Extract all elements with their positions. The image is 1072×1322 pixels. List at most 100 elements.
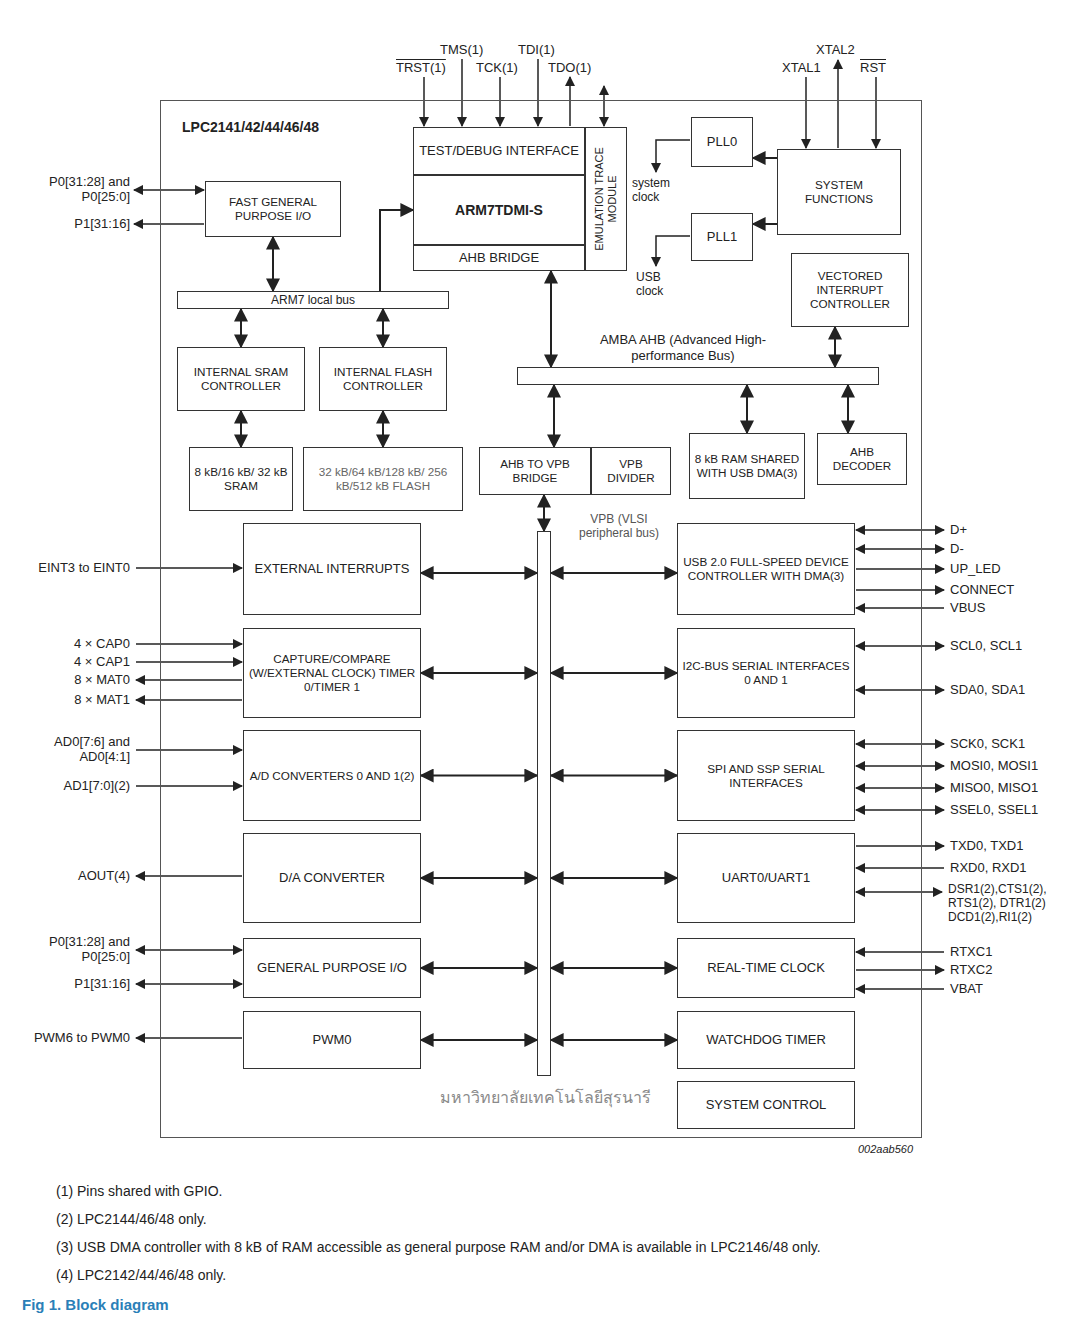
block-label: INTERNAL SRAM CONTROLLER: [178, 365, 304, 393]
block-label: 8 kB/16 kB/ 32 kB SRAM: [190, 465, 292, 493]
bus-connector: [551, 967, 677, 969]
block-label: CAPTURE/COMPARE (W/EXTERNAL CLOCK) TIMER…: [244, 652, 420, 694]
pin-wire: [856, 867, 944, 869]
pin-label: TXD0, TXD1: [950, 838, 1023, 853]
pin-label: SCK0, SCK1: [950, 736, 1025, 751]
block-box: FAST GENERAL PURPOSE I/O: [205, 181, 341, 237]
block-box: PLL1: [691, 213, 753, 261]
pin-label: MOSI0, MOSI1: [950, 758, 1038, 773]
pin-label: P0[31:28] and P0[25:0]: [30, 934, 130, 964]
pin-label: AD1[7:0](2): [64, 778, 130, 793]
bus-connector: [421, 775, 537, 777]
block-box: REAL-TIME CLOCK: [677, 938, 855, 998]
pin-label: RTXC2: [950, 962, 992, 977]
pin-label: TRST(1): [396, 60, 446, 75]
pin-wire: [569, 77, 571, 126]
pin-label: 4 × CAP1: [74, 654, 130, 669]
pin-wire: [856, 891, 942, 893]
pin-label: SSEL0, SSEL1: [950, 802, 1038, 817]
block-box: VECTORED INTERRUPT CONTROLLER: [791, 253, 909, 327]
bus-connector: [746, 385, 748, 433]
pin-wire: [856, 765, 944, 767]
pin-wire: [136, 949, 242, 951]
footnote: (4) LPC2142/44/46/48 only.: [56, 1267, 226, 1284]
block-box: VPB DIVIDER: [591, 447, 671, 495]
block-box: AHB TO VPB BRIDGE: [479, 447, 591, 495]
pin-label: TMS(1): [440, 42, 483, 57]
pin-wire: [136, 567, 242, 569]
bus-connector: [753, 157, 777, 159]
pin-wire: [856, 689, 944, 691]
pin-label: VBUS: [950, 600, 985, 615]
pin-label: RXD0, RXD1: [950, 860, 1027, 875]
pin-label: TDI(1): [518, 42, 555, 57]
pin-wire: [856, 969, 944, 971]
pin-wire: [136, 661, 242, 663]
pin-label: XTAL2: [816, 42, 855, 57]
pin-wire: [537, 59, 539, 126]
block-box: TEST/DEBUG INTERFACE: [413, 127, 585, 175]
pin-wire: [134, 189, 204, 191]
bus-connector: [543, 495, 545, 531]
pin-wire: [856, 988, 944, 990]
pin-wire: [856, 787, 944, 789]
watermark: มหาวิทยาลัยเทคโนโลยีสุรนารี: [420, 1090, 670, 1105]
figure-code: 002aab560: [858, 1142, 913, 1157]
pin-label: EINT3 to EINT0: [38, 560, 130, 575]
pin-wire: [136, 643, 242, 645]
pin-label: CONNECT: [950, 582, 1014, 597]
pin-label: MISO0, MISO1: [950, 780, 1038, 795]
block-label: AHB BRIDGE: [456, 250, 542, 266]
pin-label: UP_LED: [950, 561, 1001, 576]
bus-connector: [421, 1039, 537, 1041]
pin-wire: [856, 568, 944, 570]
block-label: SYSTEM CONTROL: [703, 1097, 830, 1113]
pin-label: RST: [860, 60, 886, 75]
pin-label: VBAT: [950, 981, 983, 996]
block-box: 32 kB/64 kB/128 kB/ 256 kB/512 kB FLASH: [303, 447, 463, 511]
block-box: EXTERNAL INTERRUPTS: [243, 523, 421, 615]
bus-connector: [847, 385, 849, 433]
pin-wire: [134, 223, 204, 225]
footnote: (2) LPC2144/46/48 only.: [56, 1211, 207, 1228]
bus-connector: [240, 309, 242, 347]
bus-connector: [551, 775, 677, 777]
pin-wire: [656, 236, 690, 266]
block-label: D/A CONVERTER: [276, 870, 388, 886]
pin-wire: [136, 679, 242, 681]
block-label: 8 kB RAM SHARED WITH USB DMA(3): [690, 452, 804, 480]
block-label: FAST GENERAL PURPOSE I/O: [206, 195, 340, 223]
pin-wire: [136, 785, 242, 787]
block-label: AHB DECODER: [818, 445, 906, 473]
block-box: SPI AND SSP SERIAL INTERFACES: [677, 730, 855, 821]
bus-connector: [382, 309, 384, 347]
pin-label: AD0[7:6] and AD0[4:1]: [30, 734, 130, 764]
pin-wire: [423, 77, 425, 126]
block-label: PWM0: [310, 1032, 355, 1048]
pin-wire: [805, 77, 807, 148]
pin-wire: [461, 59, 463, 126]
pin-wire: [856, 589, 944, 591]
block-box: D/A CONVERTER: [243, 833, 421, 923]
block-label: PLL1: [704, 229, 740, 245]
block-label: I2C-BUS SERIAL INTERFACES 0 AND 1: [678, 659, 854, 687]
block-box: PLL0: [691, 117, 753, 167]
pin-wire: [856, 529, 944, 531]
bus-connector: [240, 411, 242, 447]
footnote: (1) Pins shared with GPIO.: [56, 1183, 223, 1200]
bus-connector: [551, 672, 677, 674]
block-box: I2C-BUS SERIAL INTERFACES 0 AND 1: [677, 628, 855, 718]
pin-wire: [856, 548, 944, 550]
block-box: INTERNAL SRAM CONTROLLER: [177, 347, 305, 411]
block-label: EMULATION TRACE MODULE: [593, 128, 619, 270]
footnote: (3) USB DMA controller with 8 kB of RAM …: [56, 1239, 1016, 1256]
block-box: 8 kB RAM SHARED WITH USB DMA(3): [689, 433, 805, 499]
pin-wire: [856, 645, 944, 647]
pin-wire: [856, 951, 944, 953]
block-label: VPB (VLSI peripheral bus): [564, 512, 674, 540]
block-box: AHB BRIDGE: [413, 245, 585, 271]
block-label: TEST/DEBUG INTERFACE: [416, 143, 582, 159]
bus-connector: [551, 1039, 677, 1041]
bus-band: AMBA AHB (Advanced High-performance Bus): [517, 367, 879, 385]
pin-wire: [837, 60, 839, 148]
